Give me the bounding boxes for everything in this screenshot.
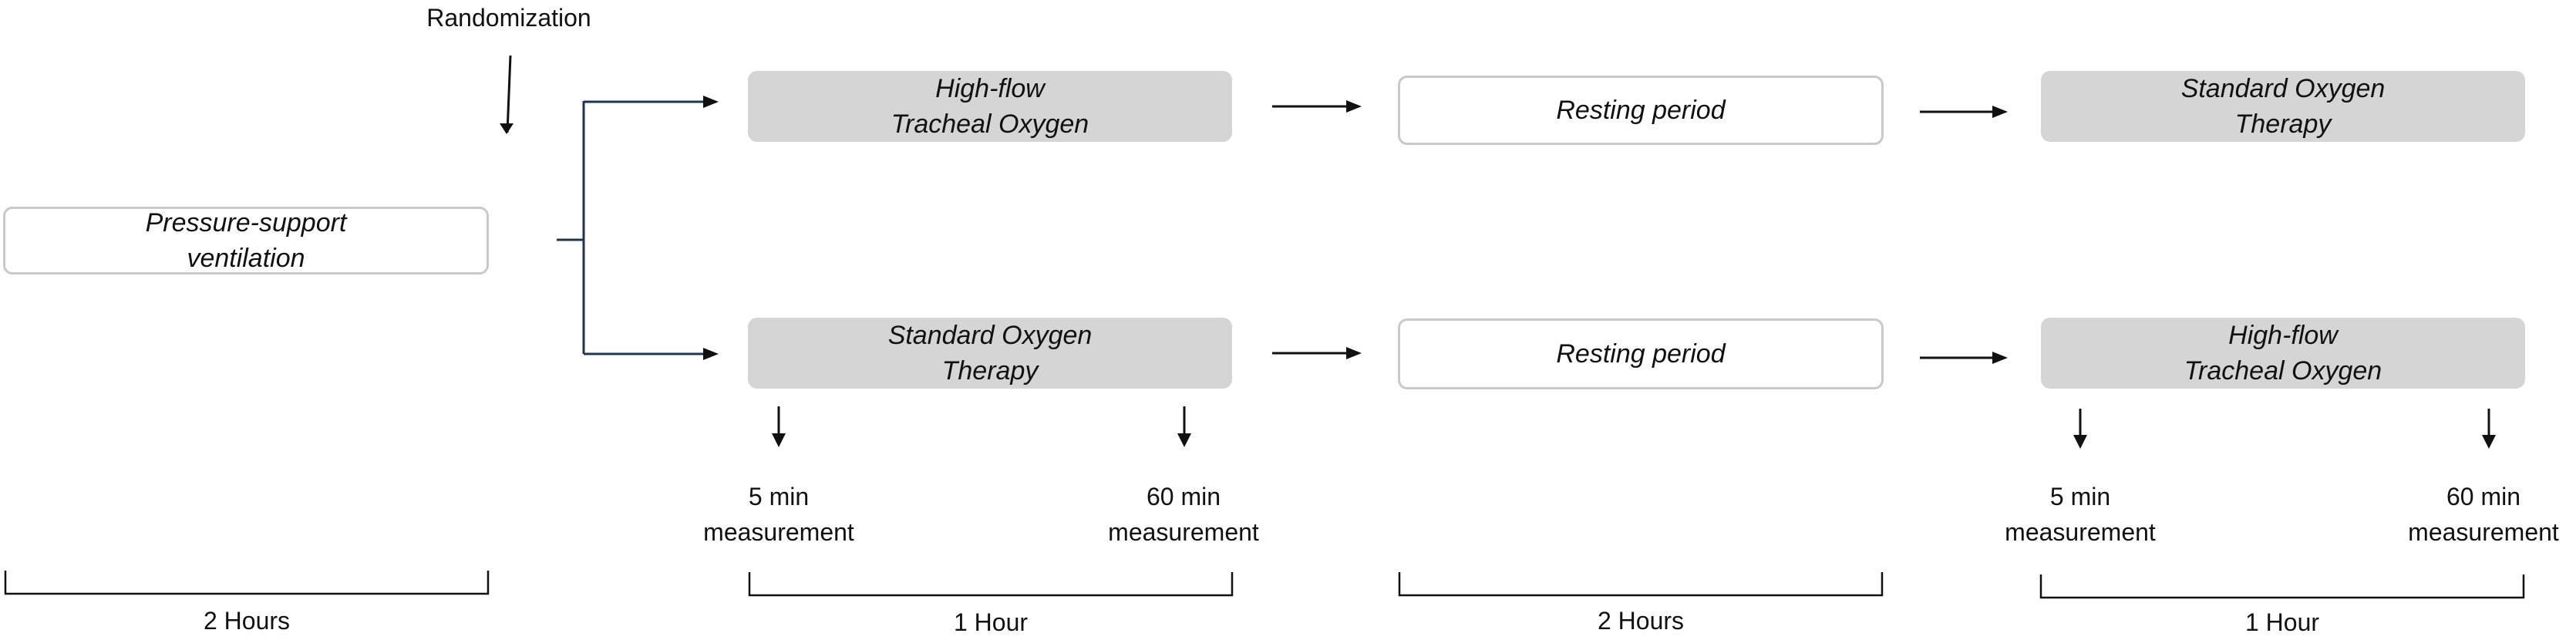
bottom-first-line1: Standard Oxygen bbox=[887, 321, 1093, 350]
randomization-arrow bbox=[500, 55, 514, 134]
measurement-arrow-60min-first bbox=[1177, 406, 1191, 447]
psv-line1: Pressure-support bbox=[145, 208, 347, 237]
measurement-word: measurement bbox=[1108, 518, 1259, 546]
bottom-second-intervention-box: High-flow Tracheal Oxygen bbox=[2041, 318, 2525, 389]
bottom-first-intervention-box: Standard Oxygen Therapy bbox=[748, 318, 1232, 389]
bottom-second-line2: Tracheal Oxygen bbox=[2184, 356, 2382, 386]
bottom-arrow-2 bbox=[1920, 352, 2008, 364]
bottom-first-line2: Therapy bbox=[941, 356, 1039, 386]
measurement-60min-second: 60 min measurement bbox=[2391, 479, 2576, 550]
randomization-label: Randomization bbox=[426, 4, 591, 32]
measurement-time: 60 min bbox=[1146, 483, 1221, 510]
arrowhead-to-bottom-arm bbox=[703, 348, 719, 360]
measurement-60min-first: 60 min measurement bbox=[1091, 479, 1276, 550]
measurement-time: 5 min bbox=[2049, 483, 2111, 510]
top-arrow-1 bbox=[1272, 100, 1362, 113]
bottom-resting-period-box: Resting period bbox=[1398, 318, 1884, 389]
measurement-word: measurement bbox=[703, 518, 854, 546]
top-second-line2: Therapy bbox=[2234, 109, 2332, 139]
top-second-intervention-box: Standard Oxygen Therapy bbox=[2041, 71, 2525, 142]
measurement-arrow-5min-first bbox=[772, 406, 786, 447]
top-first-line1: High-flow bbox=[935, 74, 1045, 103]
measurement-arrow-5min-second bbox=[2073, 409, 2087, 449]
top-rest-label: Resting period bbox=[1556, 96, 1726, 125]
bottom-rest-label: Resting period bbox=[1556, 339, 1726, 369]
measurement-word: measurement bbox=[2408, 518, 2559, 546]
duration-label-second: 1 Hour bbox=[2244, 608, 2320, 636]
measurement-arrow-60min-second bbox=[2482, 409, 2496, 449]
top-arrow-2 bbox=[1920, 106, 2008, 118]
top-resting-period-box: Resting period bbox=[1398, 76, 1884, 145]
measurement-word: measurement bbox=[2005, 518, 2156, 546]
duration-label-rest: 2 Hours bbox=[1597, 607, 1685, 635]
psv-box: Pressure-support ventilation bbox=[3, 207, 489, 275]
measurement-time: 60 min bbox=[2446, 483, 2521, 510]
bottom-second-line1: High-flow bbox=[2228, 321, 2338, 350]
measurement-5min-first: 5 min measurement bbox=[686, 479, 871, 550]
top-second-line1: Standard Oxygen bbox=[2180, 74, 2386, 103]
duration-bracket-first bbox=[748, 572, 1234, 597]
duration-label-first: 1 Hour bbox=[953, 608, 1029, 636]
measurement-5min-second: 5 min measurement bbox=[1988, 479, 2173, 550]
measurement-time: 5 min bbox=[748, 483, 810, 510]
duration-bracket-psv bbox=[4, 571, 490, 595]
duration-label-psv: 2 Hours bbox=[203, 607, 291, 635]
psv-line2: ventilation bbox=[187, 244, 305, 273]
top-first-line2: Tracheal Oxygen bbox=[891, 109, 1089, 139]
duration-bracket-rest bbox=[1398, 572, 1884, 597]
duration-bracket-second bbox=[2039, 574, 2525, 599]
branch-connector bbox=[557, 100, 711, 355]
top-first-intervention-box: High-flow Tracheal Oxygen bbox=[748, 71, 1232, 142]
arrowhead-to-top-arm bbox=[703, 96, 719, 108]
bottom-arrow-1 bbox=[1272, 347, 1362, 359]
